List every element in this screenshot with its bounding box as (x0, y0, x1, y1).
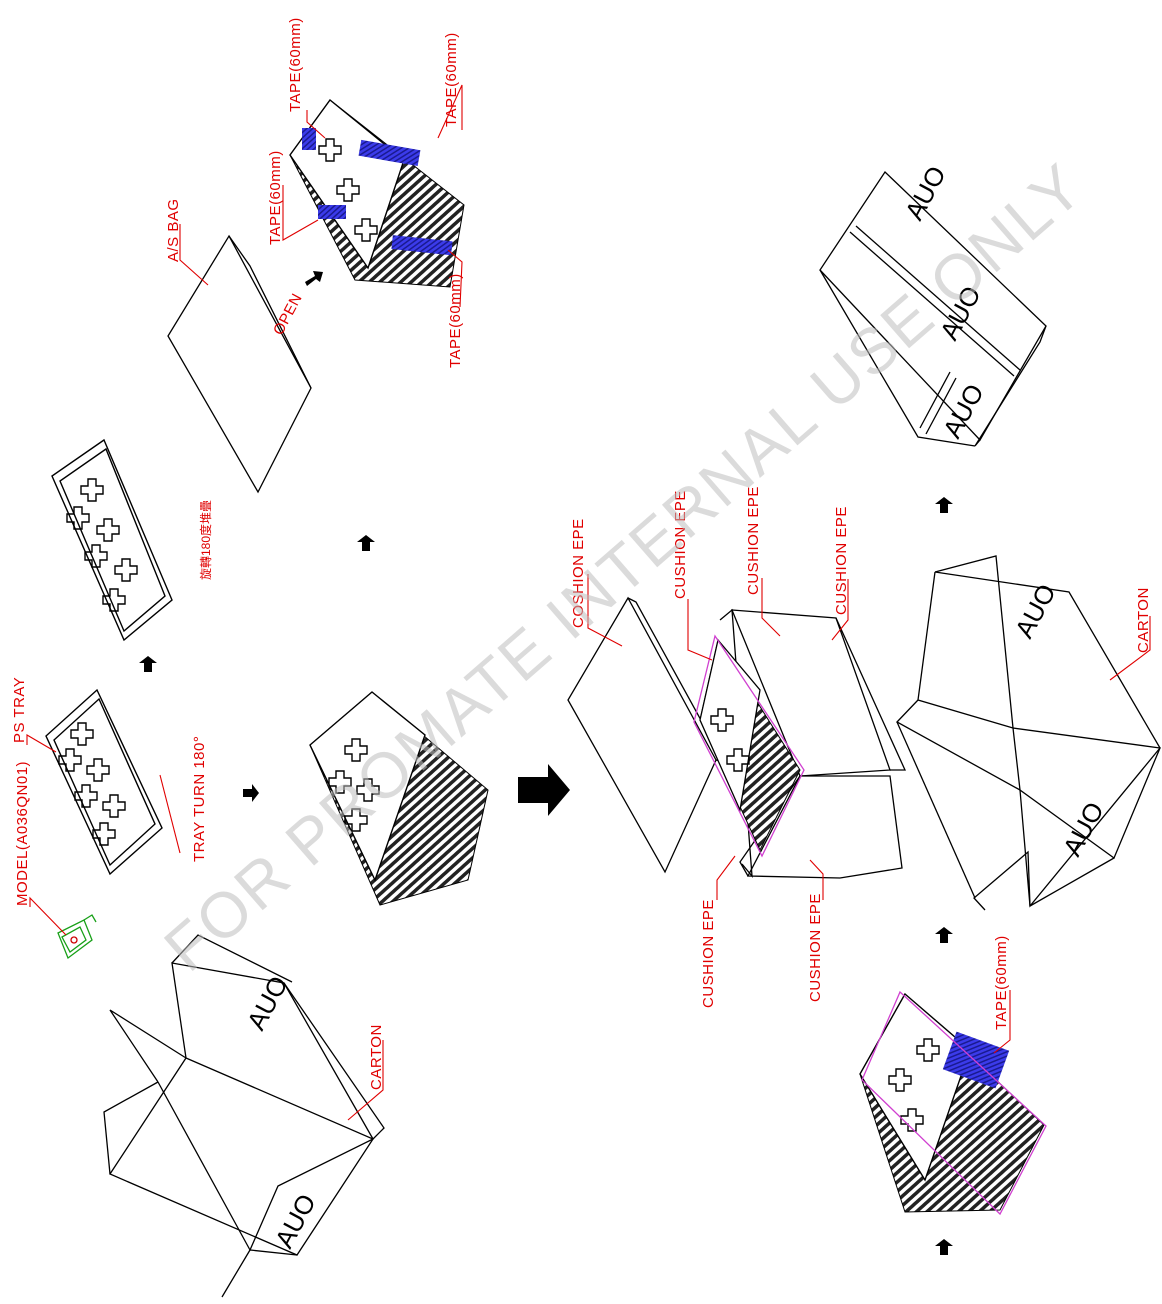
cushion-epe-label: CUSHION EPE (700, 899, 717, 1008)
big-arrow-right-icon (518, 764, 570, 816)
carton-closed (819, 170, 1047, 447)
as-bag-label: A/S BAG (165, 198, 182, 262)
tray-stack-cushioned (859, 990, 1047, 1216)
tape-label: TAPE(60mm) (447, 273, 464, 368)
arrow-up-icon (139, 656, 157, 672)
arrow-up-icon (935, 1239, 953, 1255)
ps-tray (45, 688, 163, 876)
carton-label: CARTON (368, 1024, 385, 1090)
as-bag (167, 234, 312, 494)
cushion-assembly (567, 596, 907, 879)
carton-mark: AUO (1009, 579, 1062, 643)
model-label: MODEL(A036QN01) (14, 760, 31, 906)
model-part (57, 914, 97, 960)
ps-tray-label: PS TRAY (11, 676, 28, 743)
cushion-epe-label: CUSHION EPE (807, 893, 824, 1002)
leader-lines (26, 84, 1151, 1121)
tape-label: TAPE(60mm) (443, 32, 460, 127)
tray-turn-label: TRAY TURN 180° (191, 735, 208, 862)
carton-open-left (103, 934, 385, 1298)
tape-label: TAPE(60mm) (267, 150, 284, 245)
arrow-up-icon (935, 927, 953, 943)
arrow-right-icon (243, 784, 259, 802)
carton-mark: AUO (241, 971, 294, 1035)
tray-stack (309, 691, 489, 906)
carton-label: CARTON (1135, 587, 1152, 653)
arrow-up-icon (935, 497, 953, 513)
carton-mark: AUO (937, 379, 990, 443)
tape-label: TAPE(60mm) (287, 17, 304, 112)
arrow-right-icon (305, 271, 323, 286)
cushion-epe-label: CUSHION EPE (833, 506, 850, 615)
arrow-up-icon (357, 535, 375, 551)
tray-stack-taped (289, 98, 465, 288)
rotate-stack-label: 旋轉180度堆疊 (199, 499, 213, 580)
ps-tray-rotated (51, 438, 173, 642)
carton-mark: AUO (1057, 797, 1110, 861)
carton-open-right (895, 555, 1161, 911)
cushion-tray-stack (693, 634, 805, 858)
tape-label: TAPE(60mm) (993, 935, 1010, 1030)
carton-mark: AUO (269, 1189, 322, 1253)
